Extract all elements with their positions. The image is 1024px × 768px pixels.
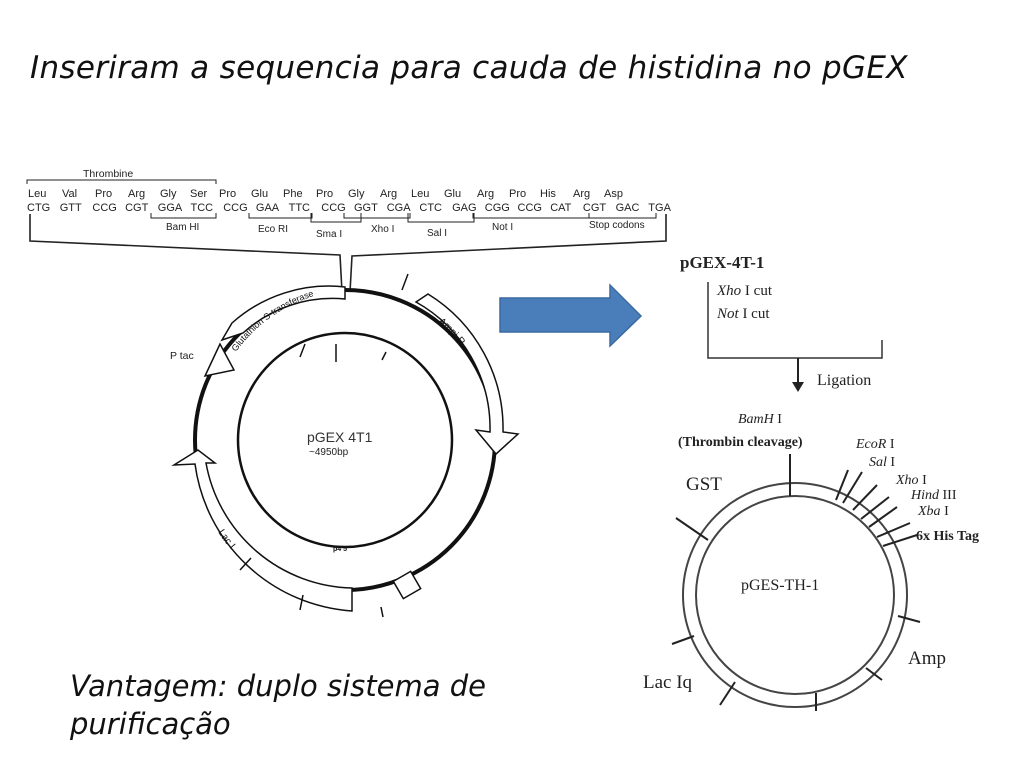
bamhi-site: Bam HI	[166, 222, 199, 233]
sequence-connector-right	[349, 214, 667, 293]
amino-acid: Gly	[348, 188, 365, 200]
codon: CGT	[125, 202, 149, 214]
codon: TTC	[289, 202, 310, 214]
his-tag-label: 6x His Tag	[916, 529, 979, 544]
codon: TCC	[191, 202, 214, 214]
slide-title: Inseriram a sequencia para cauda de hist…	[30, 50, 908, 86]
ecori-site: Eco RI	[258, 224, 288, 235]
codon: CGA	[387, 202, 412, 214]
codon: GGA	[158, 202, 183, 214]
sequence-connector-left	[29, 214, 343, 293]
xhoi-label: Xho I	[895, 473, 927, 488]
codon: TGA	[648, 202, 671, 214]
thrombine-bracket	[26, 179, 217, 184]
protocol-bracket	[707, 282, 883, 359]
amino-acid: Glu	[444, 188, 461, 200]
ecori-label: EcoR I	[855, 437, 895, 452]
codon: GAC	[616, 202, 640, 214]
amino-acid: Val	[62, 188, 77, 200]
codon: CTG	[27, 202, 50, 214]
bamhi-label: BamH I	[738, 412, 782, 427]
amino-acid: Leu	[411, 188, 429, 200]
amino-acid: Asp	[604, 188, 623, 200]
xhoi-cut-label: Xho I cut	[716, 283, 773, 299]
gst-feature	[220, 285, 346, 342]
amino-acid: Phe	[283, 188, 303, 200]
amino-acid: Arg	[573, 188, 590, 200]
amino-acid: Arg	[477, 188, 494, 200]
noti-cut-label: Not I cut	[716, 306, 770, 322]
pges-site-ticks	[671, 454, 921, 711]
noti-site: Not I	[492, 222, 513, 233]
pges-outer-ring	[682, 482, 908, 708]
advantage-line-2: purificação	[70, 707, 231, 741]
plasmid-size: ~4950bp	[309, 447, 349, 458]
xbai-label: Xba I	[917, 504, 949, 519]
restriction-site-brackets	[150, 213, 657, 223]
amino-acid-row: Leu Val Pro Arg Gly Ser Pro Glu Phe Pro Gly Arg Leu G…	[28, 188, 623, 200]
vector-name: pGEX-4T-1	[680, 253, 764, 272]
hindiii-label: Hind III	[910, 488, 957, 503]
amino-acid: Pro	[95, 188, 112, 200]
laci-feature	[171, 449, 353, 612]
site-ticks	[239, 273, 409, 618]
amino-acid: Pro	[316, 188, 333, 200]
pges-inner-ring	[695, 495, 895, 695]
codon: CGG	[485, 202, 510, 214]
advantage-line-1: Vantagem: duplo sistema de	[70, 669, 486, 703]
stop-codons-label: Stop codons	[589, 220, 645, 231]
gst-label-right: GST	[686, 474, 722, 495]
codon: CGT	[583, 202, 607, 214]
sali-site: Sal I	[427, 228, 447, 239]
codon: CCG	[518, 202, 542, 214]
amino-acid: Gly	[160, 188, 177, 200]
codon: CCG	[223, 202, 247, 214]
plasmid-name: pGEX 4T1	[307, 429, 373, 445]
ori-label: p4 5	[333, 546, 347, 553]
codon: GTT	[60, 202, 82, 214]
laciq-label: Lac Iq	[643, 672, 693, 693]
amino-acid: Glu	[251, 188, 268, 200]
ptac-arrow	[203, 342, 236, 378]
codon: CTC	[419, 202, 442, 214]
codon: CAT	[550, 202, 571, 214]
pges-plasmid: BamH I (Thrombin cleavage) EcoR I Sal I …	[643, 412, 979, 711]
codon: GAG	[452, 202, 476, 214]
ampr-feature	[414, 293, 520, 456]
amino-acid: Pro	[509, 188, 526, 200]
ligation-label: Ligation	[817, 372, 871, 389]
ori-box	[392, 570, 422, 600]
xhoi-site: Xho I	[371, 224, 394, 235]
codon: CCG	[92, 202, 116, 214]
plasmid-inner-ring	[236, 331, 454, 549]
ligation-arrow-head	[792, 382, 804, 392]
advantage-note: Vantagem: duplo sistema de purificação	[70, 667, 486, 743]
codon: GGT	[354, 202, 378, 214]
smai-site: Sma I	[316, 229, 342, 240]
pgex-plasmid: Glutathion S-transferase Ampi R Lac I P …	[170, 273, 520, 618]
amp-label-right: Amp	[908, 648, 946, 669]
amino-acid: Leu	[28, 188, 46, 200]
amino-acid: Ser	[190, 188, 207, 200]
amino-acid: Arg	[128, 188, 145, 200]
thrombin-cleavage-label: (Thrombin cleavage)	[678, 435, 803, 450]
pges-name: pGES-TH-1	[741, 577, 819, 594]
process-arrow	[499, 283, 643, 348]
amino-acid: Pro	[219, 188, 236, 200]
codon: GAA	[256, 202, 280, 214]
amino-acid: Arg	[380, 188, 397, 200]
codon: CCG	[321, 202, 345, 214]
sali-label: Sal I	[869, 455, 895, 470]
codon-row: CTG GTT CCG CGT GGA TCC CCG GAA TTC CCG GGT CGA CTC G…	[27, 202, 672, 214]
ptac-label: P tac	[170, 350, 194, 362]
thrombine-label: Thrombine	[83, 168, 133, 180]
amino-acid: His	[540, 188, 556, 200]
